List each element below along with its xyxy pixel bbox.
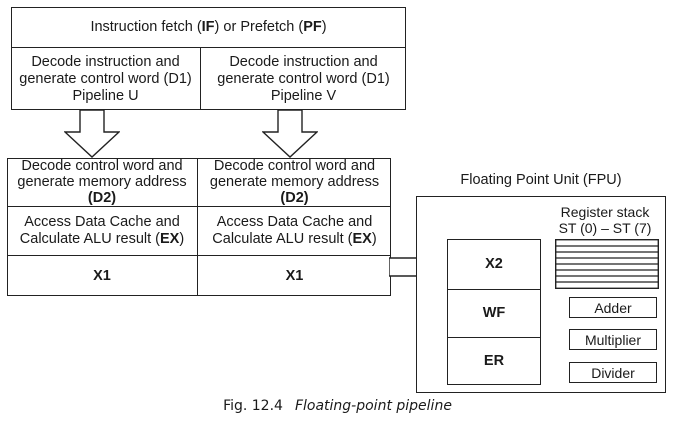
middle-block-split [197, 158, 198, 296]
d1-v-line1: Decode instruction and [229, 53, 378, 70]
register-stack-label: Register stack ST (0) – ST (7) [550, 204, 660, 236]
ex-v-line2: Calculate ALU result (EX) [212, 231, 376, 248]
d1-u-line3: Pipeline U [72, 87, 139, 104]
middle-pipeline-block [7, 158, 391, 296]
register-stack-line1: Register stack [560, 204, 650, 220]
decode-d2-pipeline-u-cell: Decode control word and generate memory … [7, 158, 197, 206]
x1-pipeline-u-cell: X1 [93, 267, 111, 284]
middle-divider-1 [7, 206, 391, 207]
top-block-divider [11, 47, 406, 48]
fetch-text: Instruction fetch ( [90, 18, 202, 35]
ex-u-line1: Access Data Cache and [24, 214, 180, 230]
ex-v-code: EX [352, 231, 372, 247]
d1-u-line2: generate control word (D1) [19, 70, 192, 87]
ex-u-line2-pre: Calculate ALU result ( [19, 231, 161, 247]
d2-v-line1: Decode control word and [213, 158, 376, 174]
d2-v-code: (D2) [280, 190, 309, 206]
fetch-pf-code: PF [303, 18, 322, 35]
ex-v-line2-post: ) [371, 231, 377, 247]
down-arrow-v [262, 110, 318, 158]
d2-u-line1: Decode control word and [21, 158, 183, 174]
instruction-fetch-cell: Instruction fetch (IF) or Prefetch (PF) [11, 7, 406, 47]
figure-caption: Fig. 12.4 Floating-point pipeline [0, 398, 675, 414]
fpu-adder-unit: Adder [569, 297, 657, 318]
d2-u-code: (D2) [87, 190, 117, 206]
figure-title: Floating-point pipeline [294, 398, 452, 414]
d1-v-line3: Pipeline V [270, 87, 337, 104]
execute-ex-pipeline-u-cell: Access Data Cache and Calculate ALU resu… [7, 207, 197, 255]
decode-d1-pipeline-v-cell: Decode instruction and generate control … [201, 48, 406, 110]
fpu-stages-column [447, 239, 541, 385]
fpu-stage-divider-2 [447, 337, 541, 338]
fetch-mid-text: ) or Prefetch ( [214, 18, 304, 35]
ex-v-line1: Access Data Cache and [216, 214, 373, 230]
figure-number: Fig. 12.4 [223, 398, 283, 414]
fpu-stage-wf: WF [482, 305, 506, 321]
fpu-stage-x2: X2 [485, 255, 503, 272]
middle-divider-2 [7, 255, 391, 256]
fpu-title: Floating Point Unit (FPU) [460, 172, 622, 188]
register-stack-graphic [555, 239, 659, 289]
ex-u-line2-post: ) [179, 231, 185, 247]
d1-u-line1: Decode instruction and [31, 53, 180, 70]
execute-ex-pipeline-v-cell: Access Data Cache and Calculate ALU resu… [198, 207, 391, 255]
d1-v-line2: generate control word (D1) [217, 70, 390, 87]
x1-pipeline-v-cell: X1 [285, 267, 304, 284]
ex-u-line2: Calculate ALU result (EX) [20, 231, 184, 248]
ex-v-line2-pre: Calculate ALU result ( [212, 231, 353, 247]
down-arrow-u [64, 110, 120, 158]
fpu-stage-er: ER [483, 353, 505, 369]
ex-u-code: EX [160, 231, 180, 247]
decode-d1-pipeline-u-cell: Decode instruction and generate control … [11, 48, 200, 110]
register-stack-line2: ST (0) – ST (7) [558, 220, 652, 236]
fpu-stage-divider-1 [447, 289, 541, 290]
fetch-if-code: IF [201, 18, 215, 35]
fpu-divider-unit: Divider [569, 362, 657, 383]
decode-d2-pipeline-v-cell: Decode control word and generate memory … [198, 158, 391, 206]
d2-u-line2: generate memory address [17, 174, 187, 190]
top-pipeline-block [11, 7, 406, 110]
top-block-split [200, 47, 201, 110]
d2-v-line2: generate memory address [209, 174, 380, 190]
fetch-end-text: ) [321, 18, 327, 35]
fpu-multiplier-unit: Multiplier [569, 329, 657, 350]
